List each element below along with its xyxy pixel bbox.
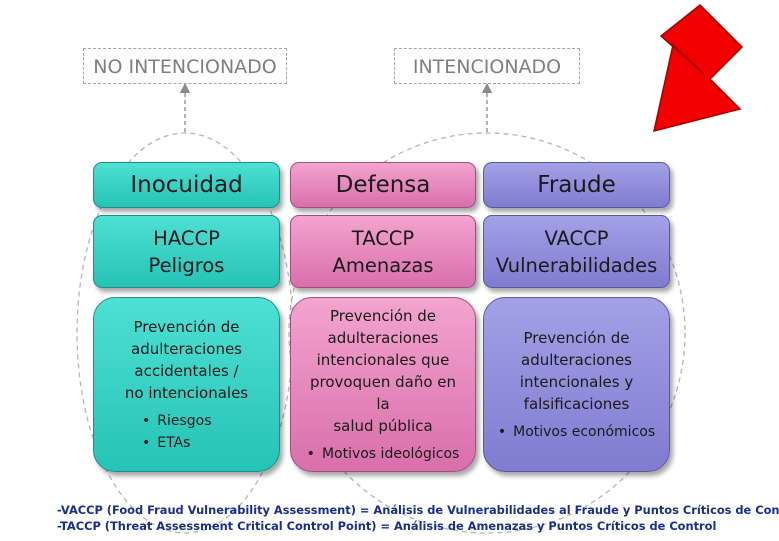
desc-line: Prevención de [133, 317, 240, 336]
focus-vulnerabilidades: Vulnerabilidades [495, 253, 658, 277]
desc-line: no intencionales [124, 383, 249, 402]
system-name-vaccp: VACCP [544, 226, 609, 250]
description-text-fraude: Prevención de adulteraciones intencional… [510, 327, 643, 415]
bullet-list-inocuidad: Riesgos ETAs [142, 410, 212, 454]
desc-line: intencionales y [519, 372, 634, 391]
red-arrow-icon [653, 3, 744, 133]
label-no-intencionado: NO INTENCIONADO [83, 48, 287, 84]
system-vaccp: VACCP Vulnerabilidades [483, 215, 670, 288]
bullet-list-fraude: Motivos económicos [498, 421, 655, 443]
desc-line: adulteraciones [327, 328, 439, 347]
system-name-haccp: HACCP [153, 226, 220, 250]
bullet-motivos-ideologicos: Motivos ideológicos [307, 443, 459, 465]
description-fraude: Prevención de adulteraciones intencional… [483, 297, 670, 472]
header-defensa: Defensa [290, 162, 476, 208]
header-inocuidad: Inocuidad [93, 162, 280, 208]
footnote-vaccp: -VACCP (Food Fraud Vulnerability Assessm… [57, 503, 779, 517]
bullet-etas: ETAs [142, 432, 212, 454]
desc-line: accidentales / [134, 361, 239, 380]
system-taccp: TACCP Amenazas [290, 215, 476, 288]
desc-line: Prevención de [329, 306, 437, 325]
title-defensa: Defensa [335, 172, 431, 198]
system-haccp: HACCP Peligros [93, 215, 280, 288]
title-fraude: Fraude [537, 172, 616, 198]
bullet-list-defensa: Motivos ideológicos [307, 443, 459, 465]
description-defensa: Prevención de adulteraciones intencional… [290, 297, 476, 472]
focus-peligros: Peligros [148, 253, 225, 277]
desc-line: provoquen daño en la [309, 372, 457, 413]
bullet-motivos-economicos: Motivos económicos [498, 421, 655, 443]
label-intencionado: INTENCIONADO [394, 48, 580, 84]
system-name-taccp: TACCP [351, 226, 415, 250]
desc-line: falsificaciones [523, 394, 630, 413]
bullet-riesgos: Riesgos [142, 410, 211, 432]
desc-line: salud pública [333, 416, 433, 435]
focus-amenazas: Amenazas [332, 253, 434, 277]
desc-line: Prevención de [523, 328, 630, 347]
desc-line: intencionales que [316, 350, 450, 369]
footnote-taccp: -TACCP (Threat Assessment Critical Contr… [57, 519, 717, 533]
description-text-defensa: Prevención de adulteraciones intencional… [291, 305, 475, 437]
description-text-inocuidad: Prevención de adulteraciones accidentale… [115, 316, 258, 404]
title-inocuidad: Inocuidad [130, 172, 243, 198]
description-inocuidad: Prevención de adulteraciones accidentale… [93, 297, 280, 472]
desc-line: adulteraciones [521, 350, 632, 369]
header-fraude: Fraude [483, 162, 670, 208]
desc-line: adulteraciones [131, 339, 242, 358]
